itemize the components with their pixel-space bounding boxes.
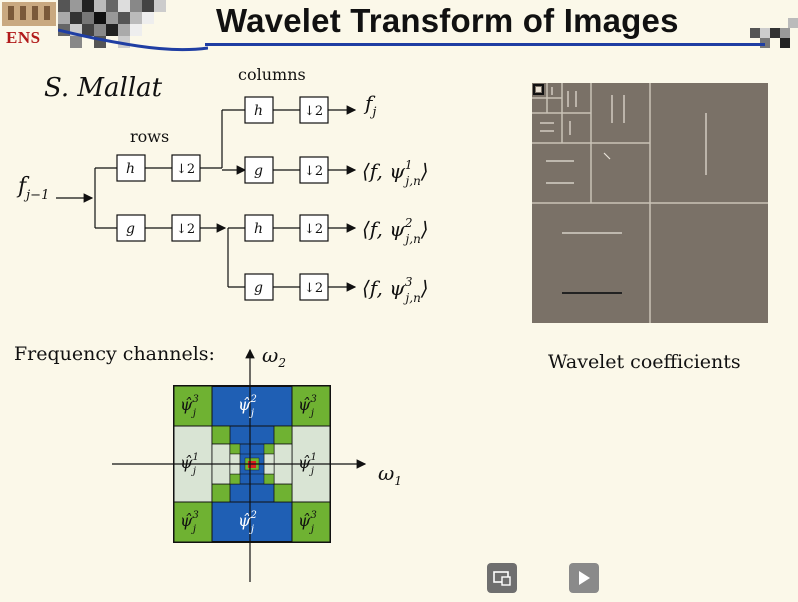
row-down-top: ↓2 — [176, 162, 195, 177]
col-g-filter-1: g — [254, 163, 263, 179]
wavelet-coefficients-label: Wavelet coefficients — [548, 351, 741, 373]
columns-label: columns — [238, 65, 306, 84]
author-name: S. Mallat — [44, 73, 163, 103]
input-signal: fj−1 — [16, 174, 49, 203]
output-fj: fj — [363, 91, 376, 120]
ens-logo: ENS — [0, 0, 60, 52]
row-down-bottom: ↓2 — [176, 222, 195, 237]
col-down-2: ↓2 — [304, 164, 323, 179]
col-down-4: ↓2 — [304, 281, 323, 296]
row-h-filter: h — [126, 161, 135, 177]
omega2-label: ω2 — [262, 343, 286, 370]
col-h-filter-2: h — [254, 221, 263, 237]
col-g-filter-2: g — [254, 280, 263, 296]
wavelet-coefficients-image — [532, 83, 768, 323]
ens-logo-text: ENS — [6, 28, 41, 47]
play-icon — [579, 571, 590, 585]
slide-header: ENS W — [0, 0, 798, 52]
omega1-label: ω1 — [378, 461, 402, 488]
header-mosaic — [58, 0, 208, 52]
screen-capture-button[interactable] — [487, 563, 517, 593]
col-down-3: ↓2 — [304, 222, 323, 237]
slide-title: Wavelet Transform of Images — [216, 2, 679, 39]
header-rule — [205, 43, 765, 46]
screen-capture-icon — [493, 571, 511, 586]
header-mosaic-right — [750, 18, 798, 48]
frequency-channels-label: Frequency channels: — [14, 343, 215, 365]
rows-label: rows — [130, 127, 169, 146]
col-down-1: ↓2 — [304, 104, 323, 119]
col-h-filter-1: h — [254, 103, 263, 119]
play-button[interactable] — [569, 563, 599, 593]
building-icon — [2, 2, 56, 26]
row-g-filter: g — [126, 221, 135, 237]
filter-bank-diagram: rows columns fj−1 h ↓2 g ↓2 h ↓2 g ↓2 h … — [16, 65, 429, 305]
